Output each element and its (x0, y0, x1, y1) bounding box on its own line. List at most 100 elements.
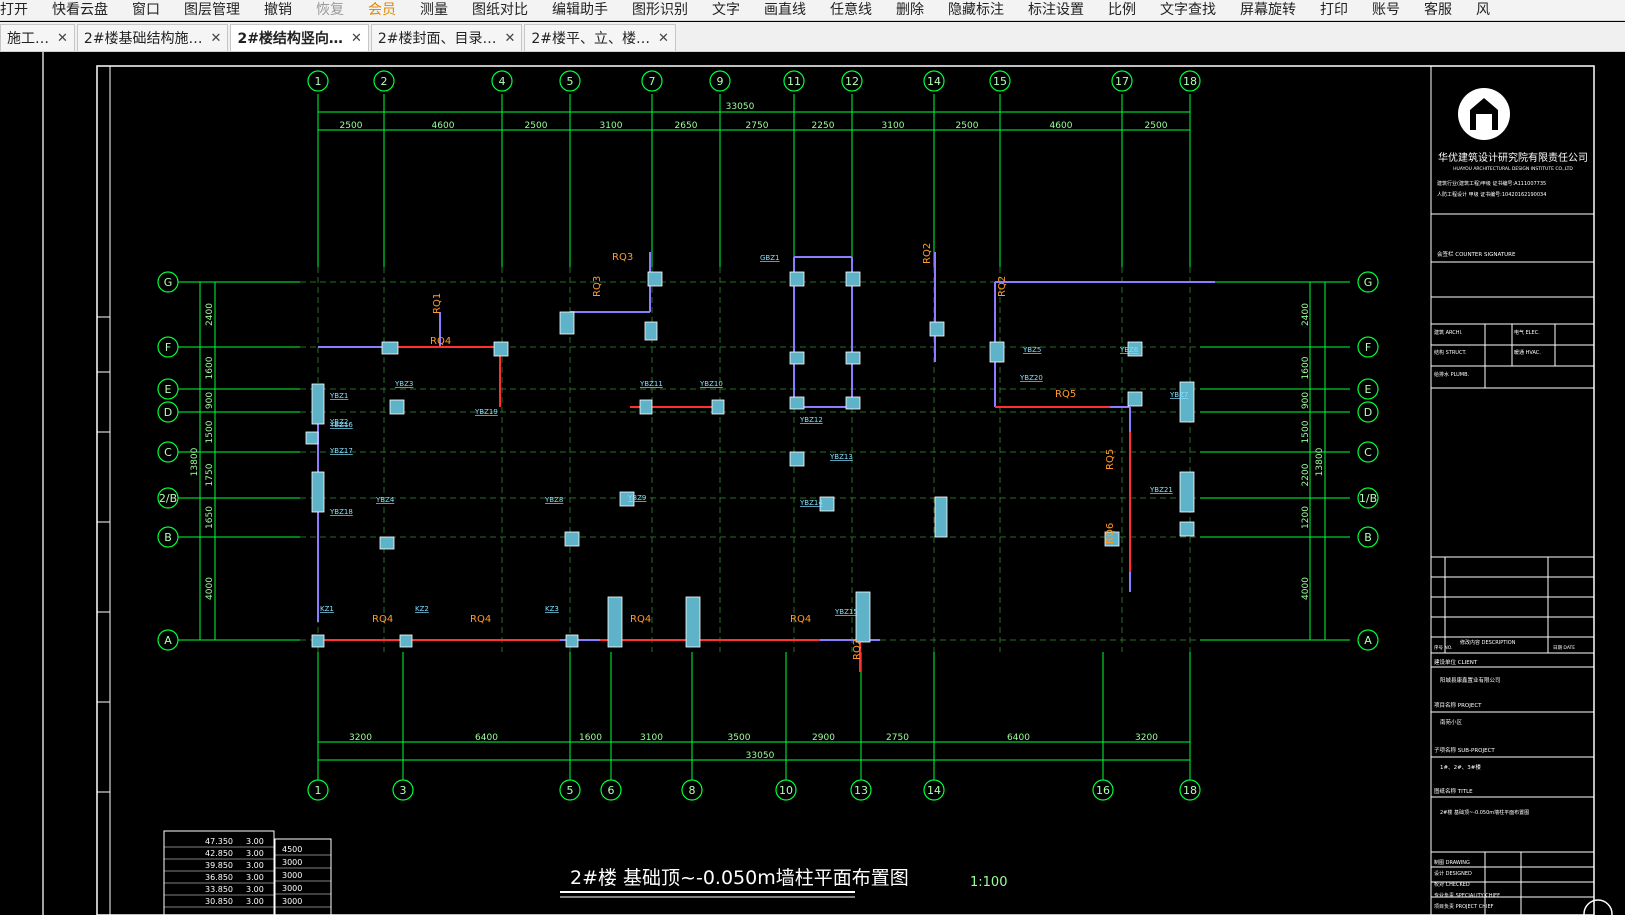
column-block (311, 383, 325, 425)
dim-text: 1750 (205, 463, 215, 486)
column-label: YBZ16 (329, 421, 353, 429)
svg-text:2/B: 2/B (159, 492, 177, 505)
role-label: 设计 DESIGNED (1434, 870, 1472, 877)
dim-text: 1200 (1301, 506, 1311, 529)
svg-text:7: 7 (649, 75, 656, 88)
toolbar-item[interactable]: 任意线 (830, 2, 872, 18)
svg-text:5: 5 (567, 784, 574, 797)
beam-label: RQ3 (592, 276, 603, 297)
level-value: 30.850 (205, 897, 233, 906)
column-label: YBZ13 (829, 453, 853, 461)
toolbar-item[interactable]: 打开 (0, 2, 28, 18)
document-tab[interactable]: 2#楼封面、目录… ✕ (370, 24, 523, 51)
toolbar-item[interactable]: 图层管理 (184, 2, 240, 18)
dim-text: 2500 (525, 121, 548, 131)
toolbar-item[interactable]: 会员 (368, 2, 396, 18)
column-block (989, 341, 1005, 363)
toolbar-item[interactable]: 隐藏标注 (948, 2, 1004, 18)
svg-text:1: 1 (315, 784, 322, 797)
svg-text:16: 16 (1096, 784, 1110, 797)
column-block (845, 271, 861, 287)
dim-text: 3200 (1135, 733, 1158, 743)
level-value: 39.850 (205, 861, 233, 870)
axis-bubble: 10 (775, 779, 797, 801)
close-tab-icon[interactable]: ✕ (350, 30, 362, 46)
column-label: YBZ11 (639, 380, 663, 388)
column-label: YBZ2 (329, 418, 348, 426)
dim-text: 1500 (1301, 420, 1311, 443)
column-label: YBZ3 (394, 380, 413, 388)
axis-bubble: 5 (559, 70, 581, 92)
toolbar-item[interactable]: 画直线 (764, 2, 806, 18)
dim-total-top: 33050 (726, 102, 755, 112)
svg-text:C: C (1364, 446, 1372, 459)
axis-bubble: B (157, 526, 179, 548)
toolbar-item[interactable]: 快看云盘 (52, 2, 108, 18)
dim-text: 2900 (812, 733, 835, 743)
axis-bubble: 18 (1179, 779, 1201, 801)
discipline-label: 建筑 ARCHI. (1434, 329, 1463, 336)
document-tab[interactable]: 2#楼基础结构施… ✕ (76, 24, 229, 51)
toolbar-item[interactable]: 删除 (896, 2, 924, 18)
toolbar-item[interactable]: 测量 (420, 2, 448, 18)
column-block (311, 471, 325, 513)
toolbar-item[interactable]: 客服 (1424, 2, 1452, 18)
column-block (929, 321, 945, 337)
toolbar-item[interactable]: 窗口 (132, 2, 160, 18)
toolbar-item[interactable]: 撤销 (264, 2, 292, 18)
column-block (711, 399, 725, 415)
document-tab[interactable]: 2#楼结构竖向…✕ (230, 24, 369, 51)
tab-label: 2#楼基础结构施… (83, 31, 203, 47)
close-tab-icon[interactable]: ✕ (504, 30, 516, 46)
main-toolbar: 打开 快看云盘 窗口 图层管理 撤销 恢复 会员 测量 图纸对比 编辑助手 图形识别 文字 画直线 任意线… (0, 0, 1625, 21)
toolbar-item[interactable]: 打印 (1320, 2, 1348, 18)
svg-text:B: B (1364, 531, 1372, 544)
column-block (789, 271, 805, 287)
toolbar-item[interactable]: 图纸对比 (472, 2, 528, 18)
column-label: YBZ8 (544, 496, 563, 504)
subproject-value: 1#、2#、3#楼 (1440, 763, 1481, 771)
toolbar-item[interactable]: 标注设置 (1028, 2, 1084, 18)
svg-text:D: D (1364, 406, 1372, 419)
column-label: YBZ5 (1022, 346, 1041, 354)
dim-text: 1600 (205, 356, 215, 379)
tab-label: 2#楼封面、目录… (377, 31, 497, 47)
column-block (379, 536, 395, 550)
close-tab-icon[interactable]: ✕ (57, 30, 68, 46)
svg-text:1/B: 1/B (1359, 492, 1377, 505)
toolbar-item[interactable]: 文字查找 (1160, 2, 1216, 18)
dim-text: 3100 (882, 121, 905, 131)
axis-bubble: 1 (307, 779, 329, 801)
close-tab-icon[interactable]: ✕ (210, 30, 222, 46)
dim-text: 3200 (349, 733, 372, 743)
column-block (789, 351, 805, 365)
dim-text: 1600 (1301, 356, 1311, 379)
toolbar-item[interactable]: 图形识别 (632, 2, 688, 18)
column-label: YBZ9 (627, 494, 646, 502)
toolbar-item[interactable]: 编辑助手 (552, 2, 608, 18)
toolbar-item[interactable]: 比例 (1108, 2, 1136, 18)
column-label: YBZ10 (699, 380, 723, 388)
beam-label: RQ1 (432, 293, 443, 314)
level-value: 3000 (282, 897, 302, 906)
svg-text:15: 15 (993, 75, 1007, 88)
column-block (647, 271, 663, 287)
beam-label: RQ4 (470, 614, 491, 625)
toolbar-item[interactable]: 风 (1476, 2, 1490, 18)
svg-text:14: 14 (927, 784, 941, 797)
toolbar-item[interactable]: 账号 (1372, 2, 1400, 18)
toolbar-item[interactable]: 恢复 (316, 2, 344, 18)
dim-text: 2400 (1301, 303, 1311, 326)
document-tab[interactable]: 施工… ✕ (0, 24, 75, 51)
axis-bubble: G (1357, 271, 1379, 293)
toolbar-item[interactable]: 文字 (712, 2, 740, 18)
discipline-label: 电气 ELEC. (1514, 329, 1540, 336)
toolbar-item[interactable]: 屏幕旋转 (1240, 2, 1296, 18)
tab-label: 施工… (7, 31, 49, 47)
dim-text: 2250 (812, 121, 835, 131)
column-block (845, 351, 861, 365)
level-height: 3.00 (246, 897, 264, 906)
close-tab-icon[interactable]: ✕ (658, 30, 669, 46)
document-tab[interactable]: 2#楼平、立、楼…✕ (524, 24, 676, 51)
